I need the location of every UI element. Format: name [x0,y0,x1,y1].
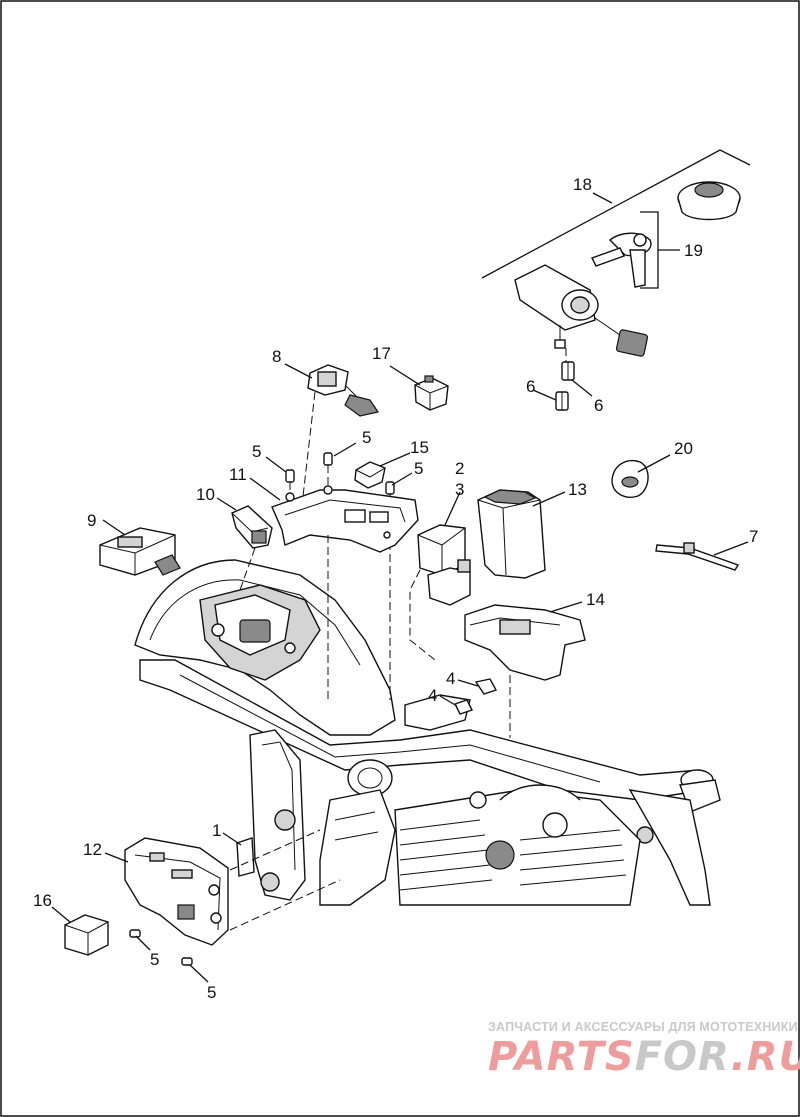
screws-5-lower [129,929,193,966]
watermark-logo: PARTSFOR.RU [488,1034,800,1080]
leader-lines [51,192,749,983]
callout-16: 16 [33,891,52,910]
callout-4a: 4 [446,669,455,688]
nuts-4 [454,678,498,715]
relay-16 [64,914,109,956]
callout-19: 19 [684,241,703,260]
callout-4b: 4 [428,686,437,705]
callout-6a: 6 [526,377,535,396]
battery-13 [477,489,546,579]
battery-box-2-3 [409,524,471,661]
callout-6b: 6 [594,396,603,415]
callout-2: 2 [455,459,464,478]
callout-15: 15 [410,438,429,457]
watermark-brand-3: .RU [730,1034,800,1080]
module-9 [99,527,181,576]
watermark: ЗАПЧАСТИ И АКСЕССУАРЫ ДЛЯ МОТОТЕХНИКИ PA… [488,1020,800,1080]
ignition-switch-assembly [481,149,751,357]
mounting-plate-11 [271,485,419,700]
callout-18: 18 [573,175,592,194]
callout-11: 11 [229,465,247,484]
callout-1: 1 [212,821,221,840]
callout-12: 12 [83,840,102,859]
callout-7: 7 [749,527,758,546]
connector-8 [301,364,379,506]
watermark-brand-2: FOR [634,1034,731,1080]
callout-labels: 1 2 3 4 4 5 5 5 5 5 6 6 7 8 9 10 11 12 1… [33,175,758,1002]
cable-strap [655,542,740,571]
tray-14 [464,604,586,738]
callout-5c: 5 [414,459,423,478]
callout-20: 20 [674,439,693,458]
callout-3: 3 [455,480,464,499]
watermark-subtitle: ЗАПЧАСТИ И АКСЕССУАРЫ ДЛЯ МОТОТЕХНИКИ [488,1020,798,1034]
callout-9: 9 [87,511,96,530]
bracket-12 [124,829,341,946]
switch-10 [231,505,273,591]
key-fob [611,459,649,498]
plate-1 [236,837,255,877]
frame-assembly [134,559,721,906]
callout-10: 10 [196,485,215,504]
keys [591,211,659,289]
switch-cover [677,181,741,221]
watermark-brand-1: PARTS [488,1034,635,1080]
callout-14: 14 [586,590,605,609]
callout-5a: 5 [252,442,261,461]
engine-cylinder [394,784,641,906]
callout-17: 17 [372,344,391,363]
callout-13: 13 [568,480,587,499]
callout-8: 8 [272,347,281,366]
clip-15 [354,461,386,489]
callout-5d: 5 [150,950,159,969]
callout-5e: 5 [207,983,216,1002]
screws-6 [555,348,575,411]
relay-17 [414,375,449,411]
callout-5b: 5 [362,428,371,447]
